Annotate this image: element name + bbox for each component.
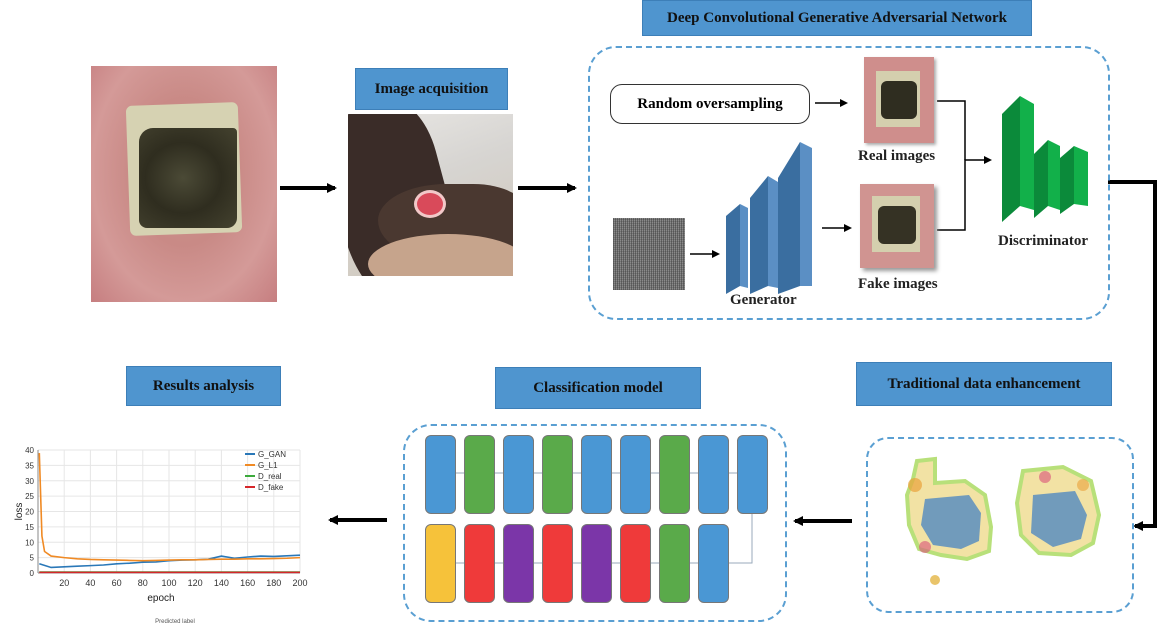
y-tick-label: 20 bbox=[25, 508, 34, 517]
y-tick-label: 5 bbox=[30, 554, 35, 563]
arrow-to-enhancement bbox=[1108, 180, 1157, 531]
enhanced-images bbox=[904, 456, 1102, 585]
classification-layer-block bbox=[464, 524, 495, 603]
classification-layer-block bbox=[425, 435, 456, 514]
discriminator-label: Discriminator bbox=[998, 233, 1088, 249]
wound-image-original bbox=[91, 66, 277, 302]
series-line-g-l1 bbox=[38, 453, 301, 562]
classification-layer-block bbox=[542, 435, 573, 514]
classification-layer-block bbox=[737, 435, 768, 514]
classification-layer-block bbox=[542, 524, 573, 603]
y-axis-label: loss bbox=[14, 503, 25, 521]
results-title: Results analysis bbox=[126, 366, 281, 406]
legend-entry: G_L1 bbox=[258, 461, 278, 470]
x-tick-label: 40 bbox=[85, 578, 95, 588]
legend-entry: D_fake bbox=[258, 483, 284, 492]
results-label: Results analysis bbox=[152, 377, 255, 394]
y-tick-label: 40 bbox=[25, 446, 34, 455]
x-tick-label: 60 bbox=[112, 578, 122, 588]
classification-layer-block bbox=[698, 524, 729, 603]
classification-layer-block bbox=[425, 524, 456, 603]
connector-real-to-disc bbox=[937, 100, 966, 160]
y-tick-label: 35 bbox=[25, 461, 34, 470]
x-tick-label: 140 bbox=[214, 578, 229, 588]
classification-title: Classification model bbox=[495, 367, 701, 409]
y-tick-label: 25 bbox=[25, 492, 34, 501]
discriminator-network bbox=[1002, 96, 1088, 222]
y-tick-label: 10 bbox=[25, 538, 34, 547]
enhancement-label: Traditional data enhancement bbox=[887, 375, 1081, 392]
classification-layer-block bbox=[620, 524, 651, 603]
image-acquisition-label: Image acquisition bbox=[374, 80, 489, 97]
x-tick-label: 80 bbox=[138, 578, 148, 588]
acquisition-photo bbox=[348, 114, 513, 276]
generator-network bbox=[726, 142, 812, 294]
enhancement-title: Traditional data enhancement bbox=[856, 362, 1112, 406]
dcgan-box bbox=[588, 46, 1110, 320]
classification-layer-block bbox=[503, 524, 534, 603]
classification-layer-block bbox=[581, 435, 612, 514]
classification-layer-block bbox=[659, 524, 690, 603]
x-tick-label: 120 bbox=[188, 578, 203, 588]
x-tick-label: 160 bbox=[240, 578, 255, 588]
random-oversampling-label: Random oversampling bbox=[637, 95, 783, 112]
legend-entry: G_GAN bbox=[258, 450, 286, 459]
enhancement-box bbox=[866, 437, 1134, 613]
real-image-thumb bbox=[864, 57, 934, 143]
classification-label: Classification model bbox=[533, 379, 663, 396]
classification-layer-block bbox=[659, 435, 690, 514]
footer-label: Predicted label bbox=[155, 619, 195, 625]
legend-entry: D_real bbox=[258, 472, 282, 481]
classification-box bbox=[403, 424, 787, 622]
real-images-label: Real images bbox=[858, 148, 936, 164]
dcgan-title: Deep Convolutional Generative Adversaria… bbox=[642, 0, 1032, 36]
x-tick-label: 180 bbox=[266, 578, 281, 588]
series-line-g-gan bbox=[39, 554, 301, 569]
x-tick-label: 100 bbox=[161, 578, 176, 588]
noise-image bbox=[613, 218, 685, 290]
fake-images-label: Fake images bbox=[858, 276, 938, 292]
generator-label: Generator bbox=[730, 292, 797, 308]
classification-layer-block bbox=[581, 524, 612, 603]
connector-fake-to-disc bbox=[937, 156, 992, 231]
x-axis-label: epoch bbox=[147, 593, 174, 604]
x-tick-label: 20 bbox=[59, 578, 69, 588]
random-oversampling-box: Random oversampling bbox=[610, 84, 810, 124]
y-tick-label: 30 bbox=[25, 477, 34, 486]
x-tick-label: 200 bbox=[292, 578, 307, 588]
classification-layer-block bbox=[698, 435, 729, 514]
dcgan-label: Deep Convolutional Generative Adversaria… bbox=[667, 9, 1007, 26]
fake-image-thumb bbox=[860, 184, 934, 268]
image-acquisition-title: Image acquisition bbox=[355, 68, 508, 110]
y-tick-label: 15 bbox=[25, 523, 34, 532]
loss-chart: 20 40 60 80 100 120 140 160 180 200 0 5 10 15 20 25 30 35… bbox=[14, 446, 308, 625]
y-tick-label: 0 bbox=[30, 569, 35, 578]
classification-layer-block bbox=[464, 435, 495, 514]
classification-layer-block bbox=[503, 435, 534, 514]
classification-layer-block bbox=[620, 435, 651, 514]
